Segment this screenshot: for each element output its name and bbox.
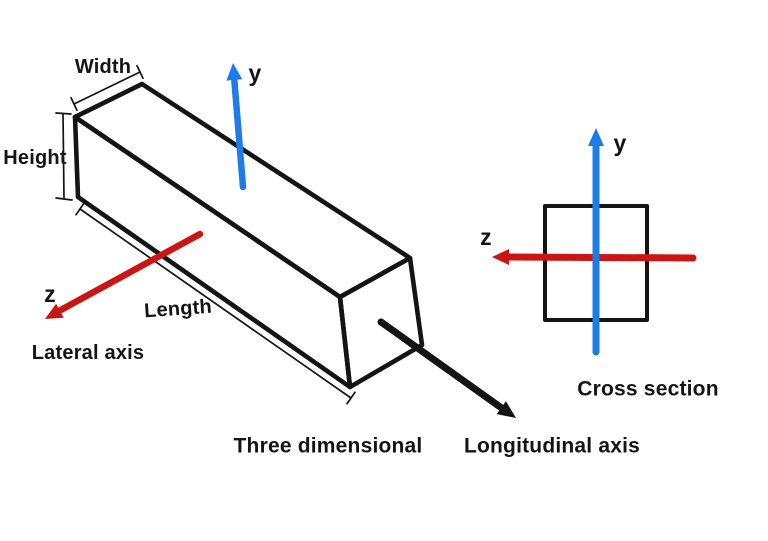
height-dim-tick-top: [55, 112, 72, 115]
width-dim-tick-end: [136, 64, 144, 80]
length-dim-tick-start: [75, 202, 85, 216]
section-y-axis-arrow: [588, 128, 604, 356]
y-axis-label-section: y: [614, 130, 627, 156]
three-dimensional-view: Width Height Length y z Lateral axis Lon…: [3, 56, 640, 458]
length-dimension-line: [75, 202, 356, 405]
length-dim-line: [79, 208, 352, 399]
section-y-arrowhead-icon: [588, 128, 604, 146]
vertical-axis-arrow-3d: [226, 63, 247, 191]
z-axis-label-section: z: [480, 224, 492, 250]
height-dimension-line: [55, 112, 73, 201]
beam-top-face: [72, 81, 413, 300]
longitudinal-axis-arrowhead-icon: [496, 401, 516, 418]
height-label: Height: [3, 147, 67, 169]
section-z-arrowhead-icon: [492, 249, 509, 265]
longitudinal-axis-name-label: Longitudinal axis: [464, 435, 640, 458]
width-dimension-line: [70, 64, 144, 112]
length-label: Length: [143, 296, 212, 323]
height-dim-tick-bottom: [55, 197, 73, 201]
length-dim-tick-end: [346, 391, 356, 405]
beam-solid: [72, 81, 425, 390]
cross-section-caption: Cross section: [577, 378, 718, 401]
lateral-axis-arrowhead-icon: [45, 303, 64, 319]
three-dimensional-caption: Three dimensional: [234, 435, 423, 458]
width-label: Width: [75, 56, 131, 78]
lateral-axis-name-label: Lateral axis: [32, 342, 144, 364]
height-dim-line: [62, 113, 65, 200]
width-dim-tick-start: [70, 96, 78, 112]
longitudinal-axis-arrow: [377, 318, 516, 418]
vertical-axis-arrowhead-3d-icon: [226, 63, 243, 81]
longitudinal-axis-line: [377, 318, 507, 413]
lateral-axis-line: [54, 230, 204, 315]
vertical-axis-line-3d: [231, 77, 247, 191]
cross-section-view: y z Cross section: [480, 128, 719, 401]
section-z-axis-arrow: [492, 249, 697, 265]
z-axis-label-3d: z: [44, 281, 56, 307]
y-axis-label-3d: y: [249, 60, 262, 86]
section-z-axis-line: [506, 253, 697, 262]
lateral-axis-arrow: [45, 230, 204, 319]
width-dim-line: [73, 71, 141, 105]
